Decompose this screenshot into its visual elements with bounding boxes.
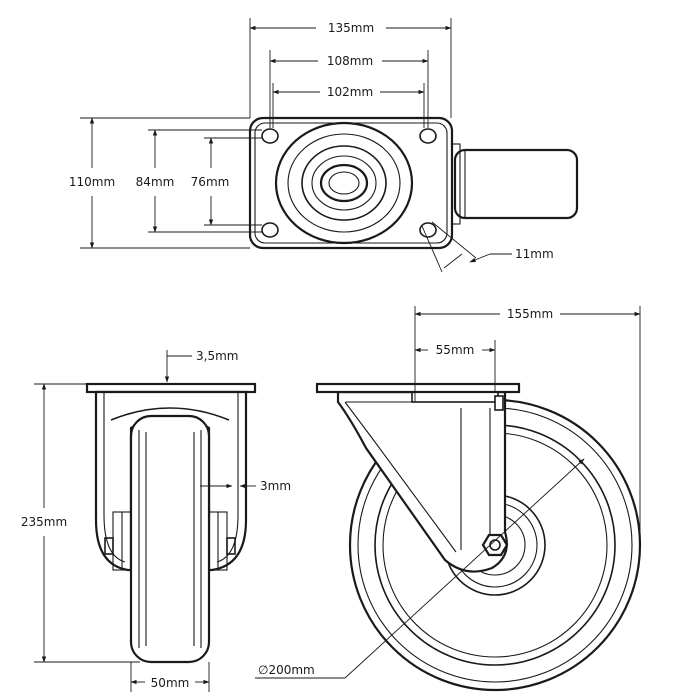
axle-nut [481, 533, 509, 557]
bolt-hole-bottom-left [261, 222, 279, 238]
dim-50: 50mm [130, 662, 210, 692]
bolt-hole-top-left [261, 128, 279, 144]
front-view [85, 382, 257, 664]
dim-label-11: 11mm [515, 247, 554, 261]
front-plate [85, 382, 257, 394]
dim-label-155: 155mm [507, 307, 553, 321]
dim-135: 135mm [249, 18, 452, 118]
dim-label-235: 235mm [21, 515, 67, 529]
dim-label-110: 110mm [69, 175, 115, 189]
side-view [315, 382, 642, 692]
dim-108: 108mm [269, 50, 429, 128]
dim-label-76: 76mm [191, 175, 230, 189]
front-wheel [129, 414, 211, 664]
dim-label-200: ∅200mm [258, 663, 315, 677]
dim-3: 3mm [200, 479, 291, 493]
swivel-ring-outer [274, 121, 414, 245]
dim-102: 102mm [272, 83, 425, 128]
dim-label-55: 55mm [436, 343, 475, 357]
dim-200: ∅200mm [255, 458, 585, 679]
dim-label-135: 135mm [328, 21, 374, 35]
kingpin-center [319, 163, 369, 203]
dim-11: 11mm [421, 221, 554, 273]
top-view [248, 116, 579, 250]
dim-label-3-5: 3,5mm [196, 349, 238, 363]
dim-label-50: 50mm [151, 676, 190, 690]
dim-label-108: 108mm [327, 54, 373, 68]
top-plate [248, 116, 454, 250]
dim-label-102: 102mm [327, 85, 373, 99]
dim-76: 76mm [191, 137, 262, 226]
bolt-hole-top-right [419, 128, 437, 144]
dim-label-3: 3mm [260, 479, 291, 493]
top-view-fork-arm [453, 148, 579, 220]
side-plate [315, 382, 521, 394]
bolt-hole-bottom-right [419, 222, 437, 238]
dim-55: 55mm [414, 340, 496, 392]
dim-3-5: 3,5mm [164, 349, 238, 383]
dim-155: 155mm [414, 306, 641, 545]
dim-235: 235mm [21, 383, 140, 663]
dim-label-84: 84mm [136, 175, 175, 189]
dim-84: 84mm [136, 129, 262, 233]
dim-110: 110mm [69, 117, 250, 249]
